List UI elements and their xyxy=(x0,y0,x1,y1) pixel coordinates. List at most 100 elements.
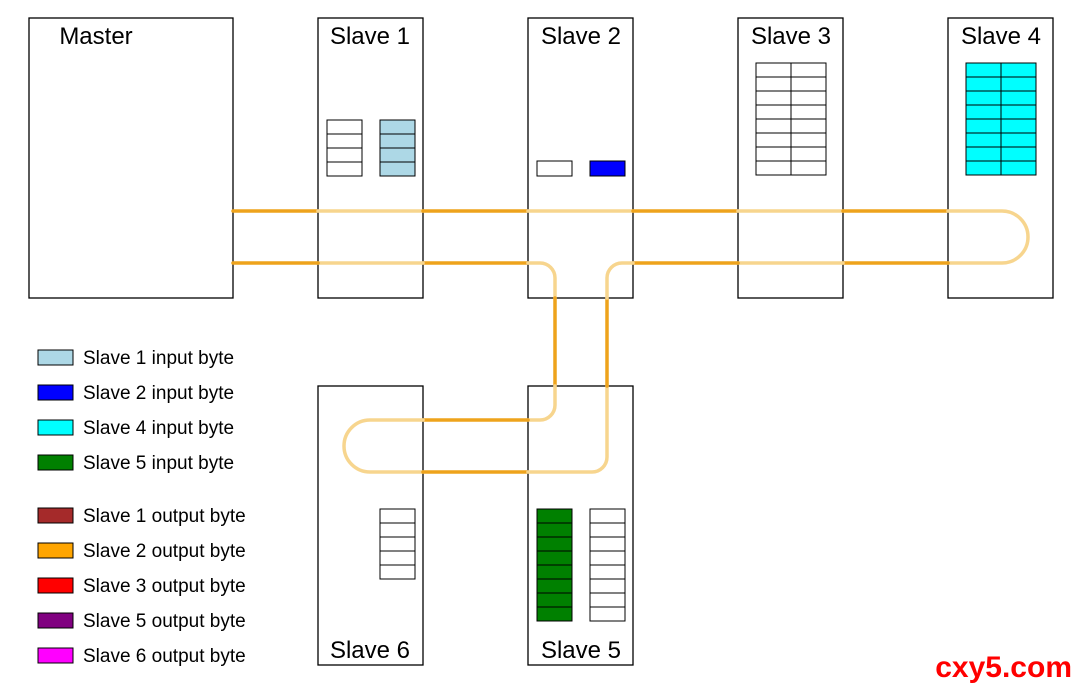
slave3-byte-cell xyxy=(755,132,792,148)
slave1-output-byte-cell xyxy=(326,133,363,149)
node-slave6-label: Slave 6 xyxy=(330,637,410,664)
watermark-text: cxy5.com xyxy=(935,651,1072,684)
slave3-byte-cell xyxy=(790,132,827,148)
slave6-output-byte-cell xyxy=(379,508,416,524)
node-slave2-label: Slave 2 xyxy=(541,23,621,50)
slave6-output-byte-cell xyxy=(379,522,416,538)
slave1-input-byte-cell xyxy=(379,133,416,149)
node-slave2-box xyxy=(527,17,634,299)
slave3-byte-cell xyxy=(790,146,827,162)
legend-label: Slave 6 output byte xyxy=(83,646,246,667)
slave5-input-byte-cell xyxy=(536,592,573,608)
slave4-input-byte-cell xyxy=(965,146,1002,162)
slave3-byte-cell xyxy=(755,146,792,162)
slave4-input-byte-cell xyxy=(965,76,1002,92)
slave4-byte-table xyxy=(965,62,1037,176)
slave5-output-byte-cell xyxy=(589,522,626,538)
legend-swatch xyxy=(37,384,74,401)
slave4-input-byte-cell xyxy=(1000,76,1037,92)
slave4-input-byte-cell xyxy=(965,132,1002,148)
legend-label: Slave 1 input byte xyxy=(83,348,234,369)
slave5-input-byte-cell xyxy=(536,508,573,524)
slave6-output-byte-cell xyxy=(379,550,416,566)
slave1-output-byte-cell xyxy=(326,147,363,163)
node-master-box xyxy=(28,17,234,299)
slave3-byte-cell xyxy=(755,118,792,134)
slave2-input-bytes xyxy=(589,160,626,177)
slave5-input-byte-cell xyxy=(536,550,573,566)
slave5-output-bytes xyxy=(589,508,626,622)
slave4-input-byte-cell xyxy=(1000,146,1037,162)
slave5-input-byte-cell xyxy=(536,536,573,552)
legend-label: Slave 2 output byte xyxy=(83,541,246,562)
slave3-byte-cell xyxy=(790,90,827,106)
branch-in-slave5-top xyxy=(526,384,557,422)
slave2-output-byte-cell xyxy=(536,160,573,177)
node-slave4-label: Slave 4 xyxy=(961,23,1041,50)
legend-item: Slave 5 input byte xyxy=(37,453,234,474)
legend-label: Slave 2 input byte xyxy=(83,383,234,404)
ring-lines xyxy=(231,209,1030,474)
legend: Slave 1 input byte Slave 2 input byte Sl… xyxy=(37,348,246,667)
legend-label: Slave 3 output byte xyxy=(83,576,246,597)
legend-swatch xyxy=(37,647,74,664)
slave5-input-byte-cell xyxy=(536,578,573,594)
slave2-input-byte-cell xyxy=(589,160,626,177)
slave1-input-byte-cell xyxy=(379,161,416,177)
slave3-byte-cell xyxy=(755,90,792,106)
legend-item: Slave 3 output byte xyxy=(37,576,246,597)
branch-in-slave5-bottom xyxy=(526,384,609,474)
legend-item: Slave 2 output byte xyxy=(37,541,246,562)
slave6-output-bytes xyxy=(379,508,416,580)
slave3-byte-cell xyxy=(790,62,827,78)
slave3-byte-cell xyxy=(790,104,827,120)
slave4-input-byte-cell xyxy=(1000,118,1037,134)
slave3-byte-cell xyxy=(755,160,792,176)
legend-label: Slave 5 output byte xyxy=(83,611,246,632)
slave4-input-byte-cell xyxy=(965,104,1002,120)
slave5-input-byte-cell xyxy=(536,606,573,622)
slave1-output-bytes xyxy=(326,119,363,177)
slave3-byte-cell xyxy=(755,62,792,78)
slave4-input-byte-cell xyxy=(1000,90,1037,106)
slave1-output-byte-cell xyxy=(326,161,363,177)
slave4-input-byte-cell xyxy=(965,118,1002,134)
legend-swatch xyxy=(37,454,74,471)
slave3-byte-table xyxy=(755,62,827,176)
node-master: Master xyxy=(28,17,234,299)
branch-out-slave2 xyxy=(526,261,557,300)
legend-item: Slave 1 input byte xyxy=(37,348,234,369)
slave2-output-bytes xyxy=(536,160,573,177)
slave5-input-byte-cell xyxy=(536,522,573,538)
legend-item: Slave 1 output byte xyxy=(37,506,246,527)
slave5-output-byte-cell xyxy=(589,606,626,622)
legend-swatch xyxy=(37,612,74,629)
slave3-byte-cell xyxy=(790,118,827,134)
slave5-input-byte-cell xyxy=(536,564,573,580)
legend-item: Slave 6 output byte xyxy=(37,646,246,667)
legend-item: Slave 4 input byte xyxy=(37,418,234,439)
slave5-input-bytes xyxy=(536,508,573,622)
slave1-input-bytes xyxy=(379,119,416,177)
node-slave5-label: Slave 5 xyxy=(541,637,621,664)
legend-label: Slave 5 input byte xyxy=(83,453,234,474)
slave4-input-byte-cell xyxy=(965,90,1002,106)
legend-swatch xyxy=(37,349,74,366)
slave1-input-byte-cell xyxy=(379,147,416,163)
slave4-input-byte-cell xyxy=(1000,132,1037,148)
slave5-output-byte-cell xyxy=(589,536,626,552)
slave1-output-byte-cell xyxy=(326,119,363,135)
slave5-output-byte-cell xyxy=(589,550,626,566)
slave6-output-byte-cell xyxy=(379,536,416,552)
loop-slave4 xyxy=(946,209,1030,265)
slave4-input-byte-cell xyxy=(1000,160,1037,176)
slave4-input-byte-cell xyxy=(1000,62,1037,78)
slave3-byte-cell xyxy=(790,76,827,92)
legend-swatch xyxy=(37,507,74,524)
slave4-input-byte-cell xyxy=(965,62,1002,78)
legend-label: Slave 4 input byte xyxy=(83,418,234,439)
slave5-output-byte-cell xyxy=(589,578,626,594)
slave4-input-byte-cell xyxy=(1000,104,1037,120)
